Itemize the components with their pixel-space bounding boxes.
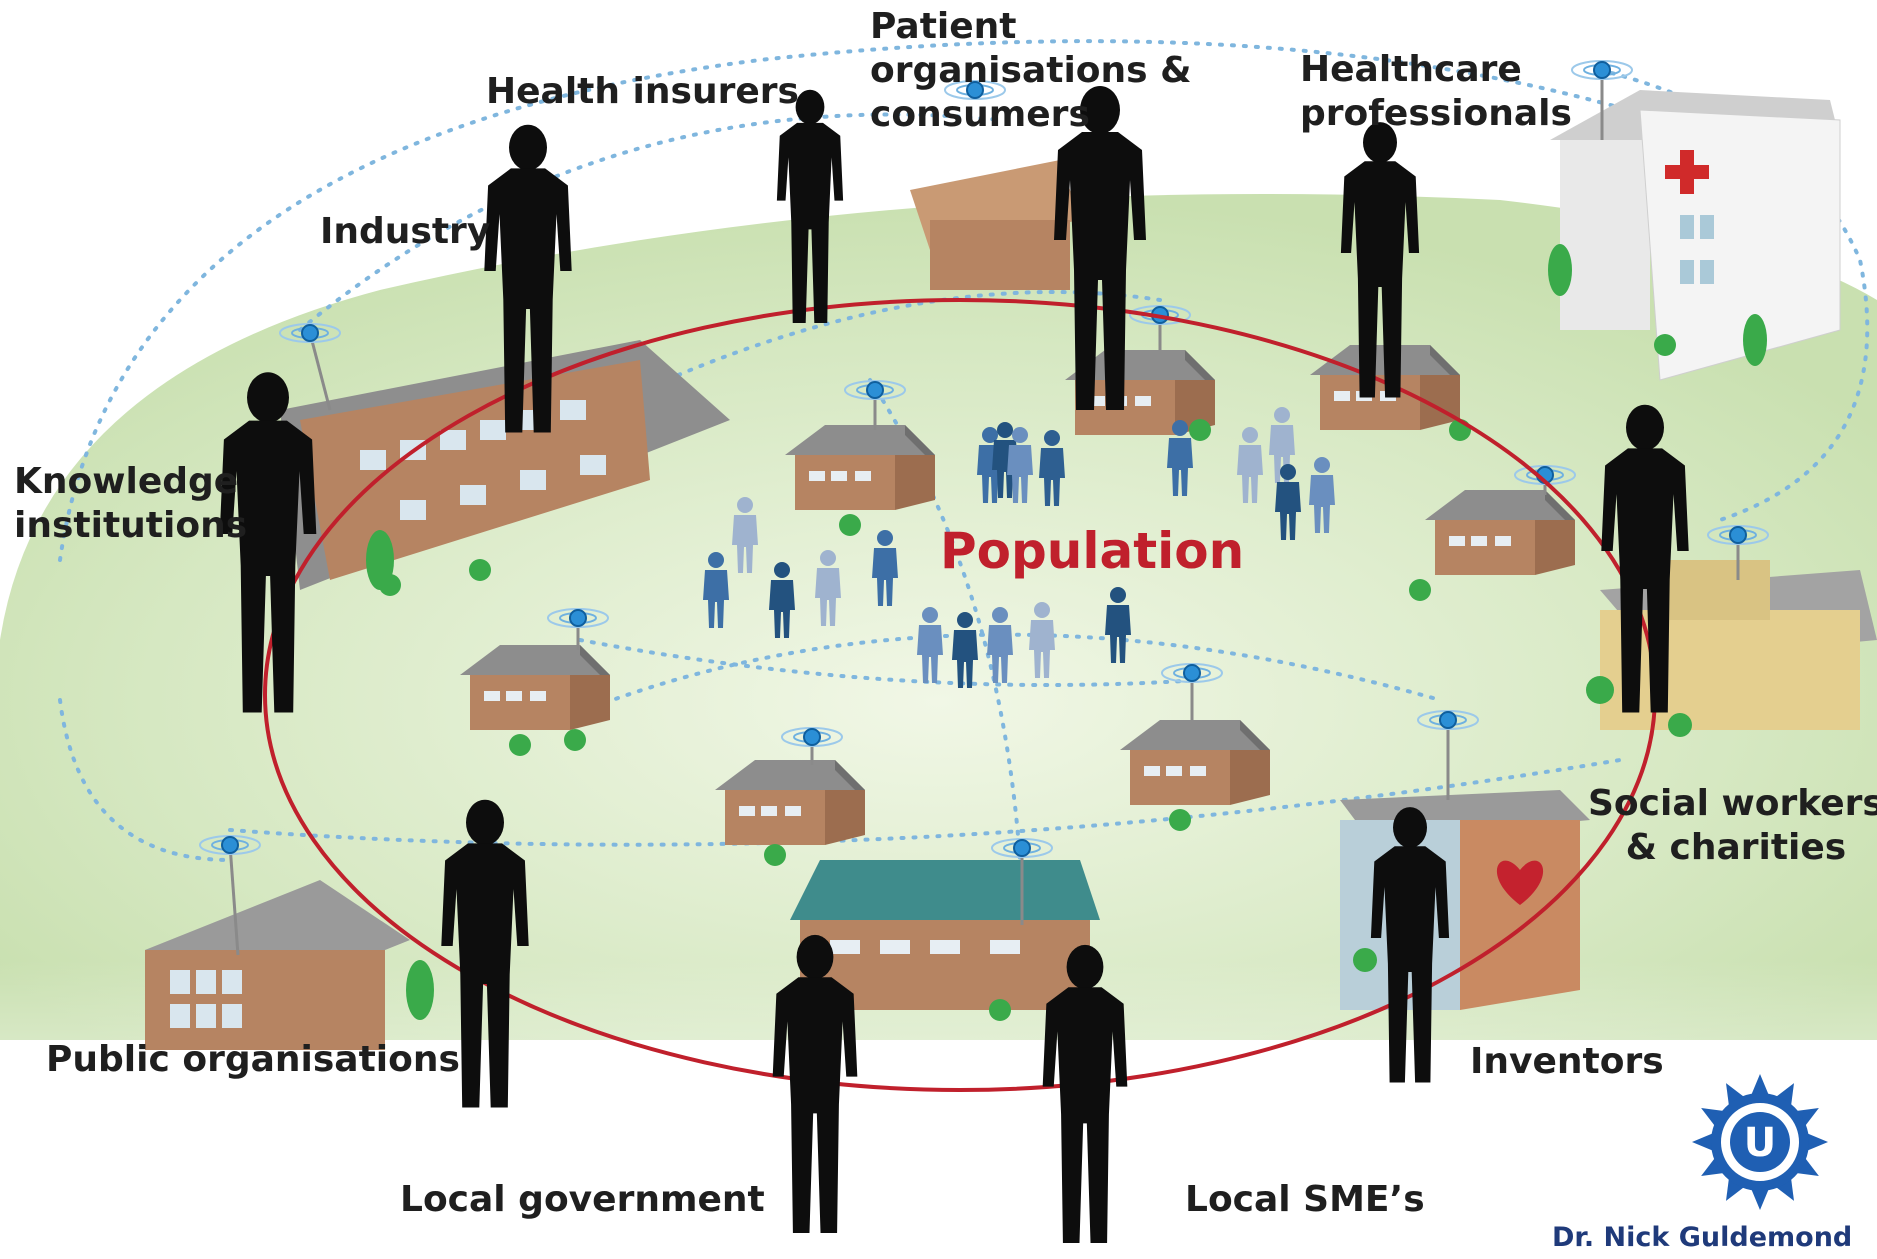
shrubs [366,244,1767,1021]
hospital-building [1550,90,1841,381]
label-local-smes: Local SME’s [1185,1179,1425,1220]
label-healthcare-professionals: Healthcare professionals [1300,48,1572,136]
label-line: consumers [870,94,1090,135]
label-line: Knowledge [14,461,239,502]
label-local-government: Local government [400,1179,765,1220]
label-knowledge-institutions: Knowledge institutions [14,460,247,548]
network-links [58,39,1870,862]
label-inventors: Inventors [1470,1041,1664,1082]
label-industry: Industry [320,211,491,252]
logo-letter: U [1744,1120,1776,1166]
pharmacy-building [145,880,410,1050]
label-patient-organisations: Patient organisations & consumers [870,5,1192,137]
author-credit: Dr. Nick Guldemond [1552,1222,1853,1253]
industry-building [280,340,730,590]
patient-org-building [910,160,1080,290]
label-social-workers: Social workers & charities [1588,782,1877,870]
university-logo: U [1692,1074,1828,1210]
label-line: Patient [870,6,1017,47]
label-line: & charities [1625,827,1847,868]
label-line: professionals [1300,93,1572,134]
network-node [1571,60,1633,80]
label-public-organisations: Public organisations [46,1039,460,1080]
population-label: Population [940,522,1245,580]
label-line: Healthcare [1300,49,1522,90]
label-line: institutions [14,505,248,546]
label-health-insurers: Health insurers [486,71,799,112]
label-line: organisations & [870,50,1192,91]
label-line: Social workers [1588,783,1877,824]
